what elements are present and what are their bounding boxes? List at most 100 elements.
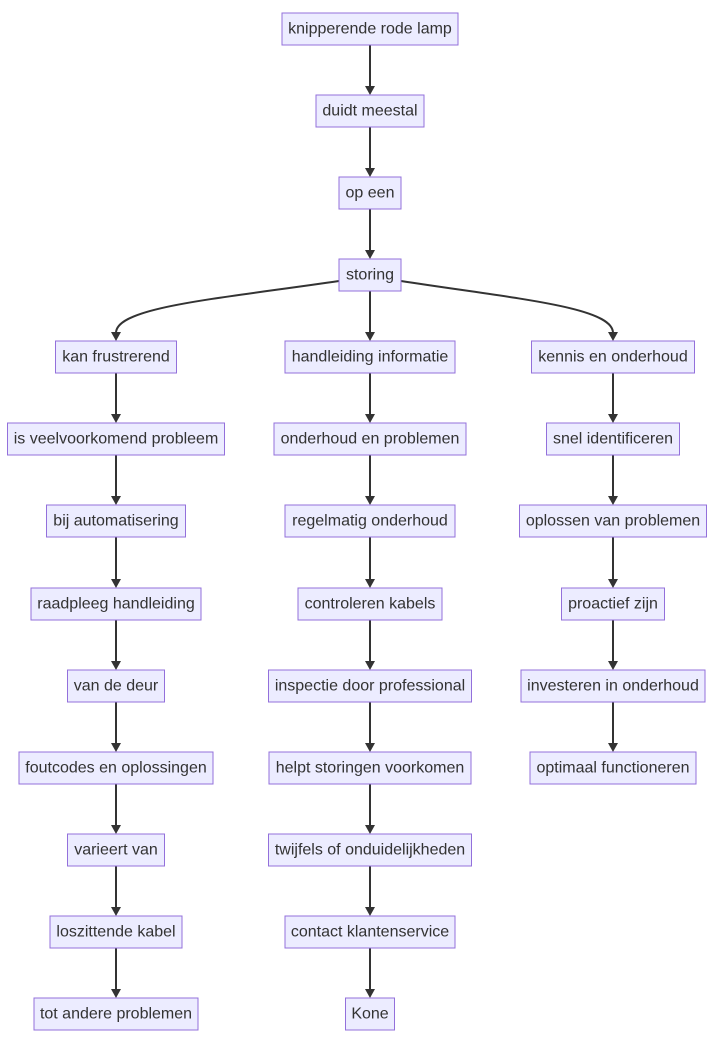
- node-label: foutcodes en oplossingen: [25, 760, 206, 777]
- node-label: knipperende rode lamp: [288, 21, 452, 38]
- arrowhead-a9: [111, 989, 121, 998]
- node-label: oplossen van problemen: [526, 513, 700, 530]
- arrowhead-a8: [111, 907, 121, 916]
- arrowhead-a5: [111, 661, 121, 670]
- arrowhead-b1: [365, 332, 375, 341]
- node-label: controleren kabels: [305, 596, 436, 613]
- node-twijfels-of-onduidelijkheden: twijfels of onduidelijkheden: [268, 833, 472, 867]
- node-label: proactief zijn: [568, 596, 658, 613]
- node-box: [18, 751, 214, 785]
- node-van-de-deur: van de deur: [67, 669, 165, 703]
- node-box: [268, 669, 472, 703]
- node-label: onderhoud en problemen: [281, 431, 460, 448]
- arrowhead-c2: [608, 414, 618, 423]
- edge-n4-to-a1: [115, 280, 340, 334]
- node-box: [46, 504, 186, 538]
- node-regelmatig-onderhoud: regelmatig onderhoud: [284, 504, 456, 538]
- node-box: [284, 915, 456, 949]
- node-kone: Kone: [345, 997, 395, 1031]
- node-label: tot andere problemen: [40, 1006, 192, 1023]
- node-box: [33, 997, 199, 1031]
- node-label: bij automatisering: [53, 513, 178, 530]
- arrowhead-b8: [365, 907, 375, 916]
- node-label: raadpleeg handleiding: [37, 596, 194, 613]
- node-box: [49, 915, 183, 949]
- node-label: varieert van: [74, 842, 158, 859]
- node-box: [345, 997, 395, 1031]
- arrowhead-b5: [365, 661, 375, 670]
- node-raadpleeg-handleiding: raadpleeg handleiding: [30, 587, 202, 621]
- node-label: inspectie door professional: [275, 678, 465, 695]
- node-label: is veelvoorkomend probleem: [14, 431, 219, 448]
- edge-layer: [111, 45, 618, 998]
- node-box: [273, 422, 467, 456]
- arrowhead-a3: [111, 496, 121, 505]
- node-bij-automatisering: bij automatisering: [46, 504, 186, 538]
- node-box: [546, 422, 680, 456]
- node-box: [519, 504, 707, 538]
- node-loszittende-kabel: loszittende kabel: [49, 915, 183, 949]
- node-storing: storing: [338, 258, 402, 292]
- node-label: storing: [346, 267, 394, 284]
- node-proactief-zijn: proactief zijn: [561, 587, 665, 621]
- node-label: kan frustrerend: [62, 349, 170, 366]
- node-box: [67, 833, 165, 867]
- node-foutcodes-en-oplossingen: foutcodes en oplossingen: [18, 751, 214, 785]
- arrowhead-b3: [365, 496, 375, 505]
- arrowhead-b7: [365, 825, 375, 834]
- node-box: [297, 587, 443, 621]
- node-oplossen-van-problemen: oplossen van problemen: [519, 504, 707, 538]
- node-label: Kone: [351, 1006, 388, 1023]
- node-label: op een: [346, 185, 395, 202]
- arrowhead-a7: [111, 825, 121, 834]
- node-label: duidt meestal: [322, 103, 417, 120]
- arrowhead-n3: [365, 168, 375, 177]
- arrowhead-b6: [365, 743, 375, 752]
- node-box: [338, 258, 402, 292]
- arrowhead-a1: [111, 332, 121, 341]
- arrowhead-a6: [111, 743, 121, 752]
- node-contact-klantenservice: contact klantenservice: [284, 915, 456, 949]
- arrowhead-c4: [608, 579, 618, 588]
- node-varieert-van: varieert van: [67, 833, 165, 867]
- node-label: twijfels of onduidelijkheden: [275, 842, 465, 859]
- arrowhead-n2: [365, 86, 375, 95]
- node-label: helpt storingen voorkomen: [276, 760, 465, 777]
- arrowhead-b4: [365, 579, 375, 588]
- node-snel-identificeren: snel identificeren: [546, 422, 680, 456]
- node-layer: knipperende rode lamp duidt meestal op een…: [7, 12, 707, 1031]
- node-label: contact klantenservice: [291, 924, 449, 941]
- arrowhead-c5: [608, 661, 618, 670]
- node-tot-andere-problemen: tot andere problemen: [33, 997, 199, 1031]
- node-inspectie-door-professional: inspectie door professional: [268, 669, 472, 703]
- node-box: [531, 340, 695, 374]
- node-is-veelvoorkomend-probleem: is veelvoorkomend probleem: [7, 422, 225, 456]
- arrowhead-a2: [111, 414, 121, 423]
- node-label: kennis en onderhoud: [538, 349, 687, 366]
- node-knipperende-rode-lamp: knipperende rode lamp: [281, 12, 459, 46]
- arrowhead-b2: [365, 414, 375, 423]
- arrowhead-a4: [111, 579, 121, 588]
- node-label: snel identificeren: [553, 431, 673, 448]
- arrowhead-c3: [608, 496, 618, 505]
- node-box: [281, 12, 459, 46]
- node-controleren-kabels: controleren kabels: [297, 587, 443, 621]
- node-op-een: op een: [338, 176, 402, 210]
- node-label: handleiding informatie: [292, 349, 449, 366]
- node-box: [529, 751, 697, 785]
- node-kan-frustrerend: kan frustrerend: [55, 340, 177, 374]
- node-box: [7, 422, 225, 456]
- node-investeren-in-onderhoud: investeren in onderhoud: [520, 669, 706, 703]
- node-duidt-meestal: duidt meestal: [315, 94, 425, 128]
- node-box: [315, 94, 425, 128]
- arrowhead-c6: [608, 743, 618, 752]
- node-label: investeren in onderhoud: [527, 678, 699, 695]
- node-box: [268, 751, 472, 785]
- node-label: loszittende kabel: [56, 924, 175, 941]
- node-box: [284, 504, 456, 538]
- node-box: [30, 587, 202, 621]
- node-box: [284, 340, 456, 374]
- node-box: [268, 833, 472, 867]
- arrowhead-c1: [608, 332, 618, 341]
